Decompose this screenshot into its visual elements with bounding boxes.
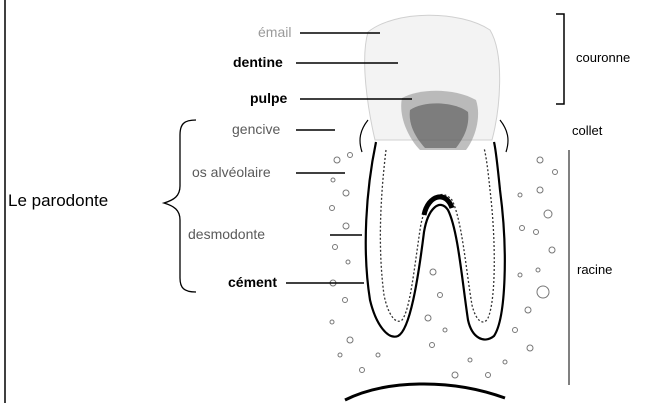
label-os-alveolaire: os alvéolaire [192,164,271,180]
label-gencive: gencive [232,121,280,137]
label-cement: cément [228,274,277,290]
label-desmodonte: desmodonte [188,226,265,242]
bottom-curve [345,384,505,400]
label-couronne: couronne [576,50,630,65]
label-collet: collet [572,123,602,138]
gum-right [500,120,508,152]
couronne-bracket [556,14,564,104]
label-pulpe: pulpe [250,90,287,106]
root-outline-outer [366,142,505,339]
label-email: émail [258,24,291,40]
label-dentine: dentine [233,54,283,70]
gum-left [360,120,368,152]
label-parodonte: Le parodonte [8,191,108,211]
label-racine: racine [577,262,612,277]
parodonte-brace [164,120,196,292]
bone-texture [330,153,558,379]
